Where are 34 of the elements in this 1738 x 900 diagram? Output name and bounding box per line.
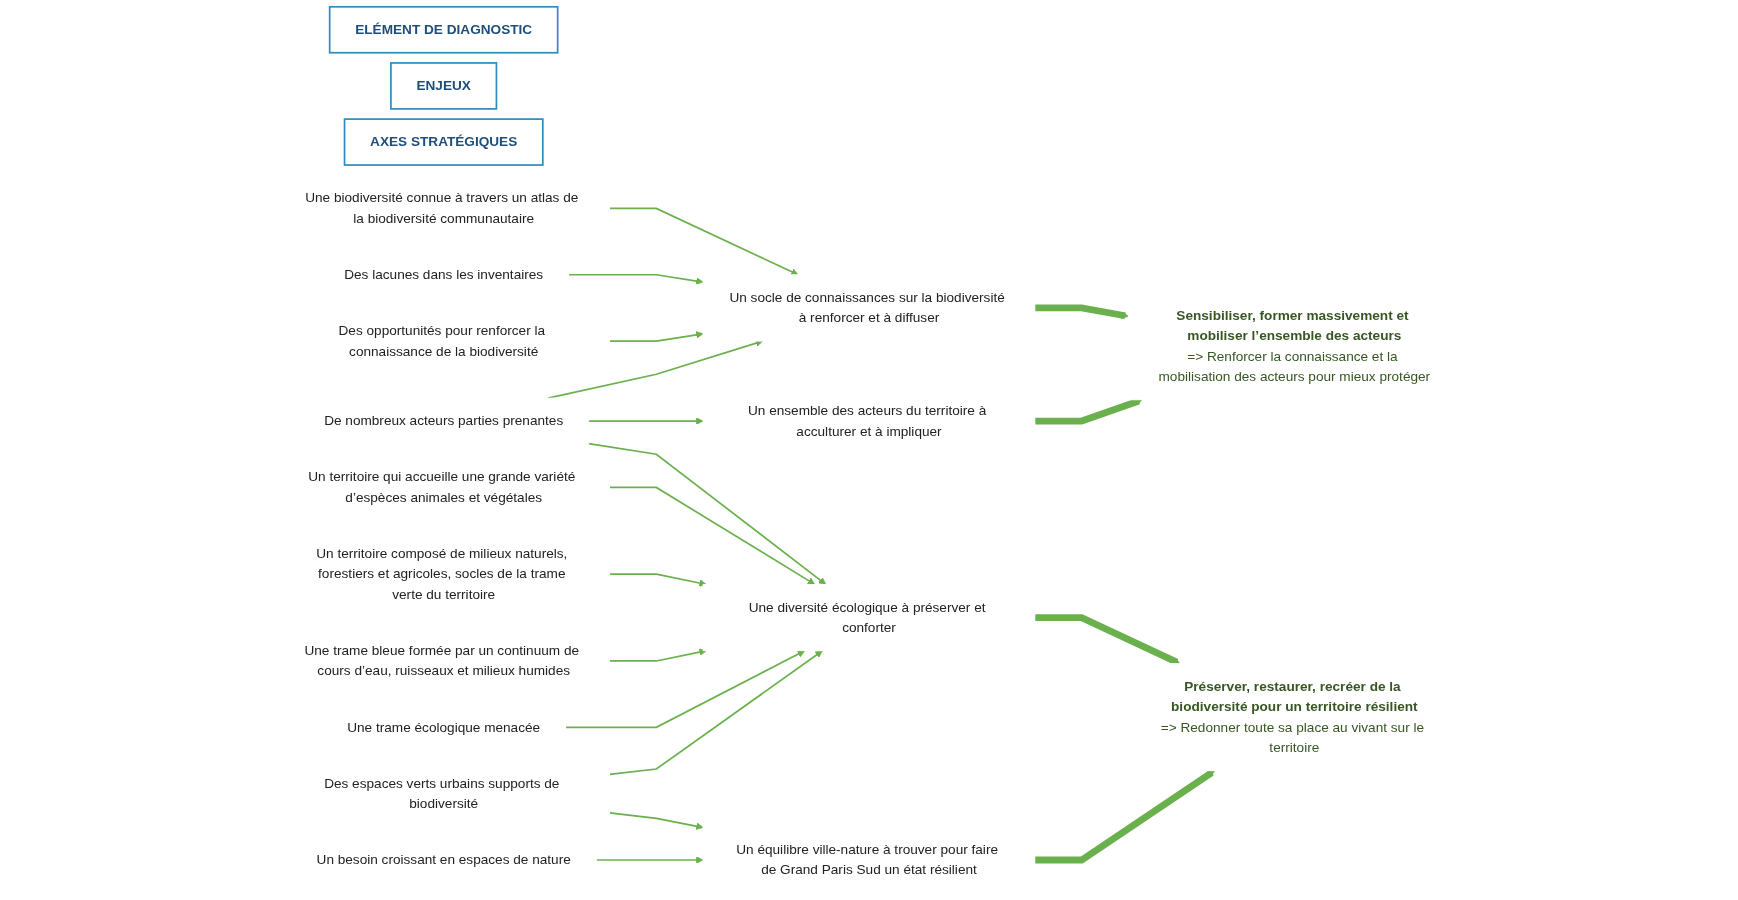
node-text: Un territoire qui accueille une grande variété d’espèces animales et végétales xyxy=(308,469,576,505)
arrow xyxy=(564,650,806,729)
arrow xyxy=(1034,769,1215,864)
node-text: Un socle de connaissances sur la biodiversité à renforcer et à diffuser xyxy=(729,290,1005,325)
arrow xyxy=(608,812,704,830)
arrow xyxy=(608,486,816,585)
node-text: Une biodiversité connue à travers un atlas de la biodiversité communautaire xyxy=(305,190,579,226)
arrow xyxy=(608,650,823,776)
node-text: Un ensemble des acteurs du territoire à acculturer et à impliquer xyxy=(747,403,987,439)
node-text: Des lacunes dans les inventaires xyxy=(344,267,544,282)
node-text: Des espaces verts urbains supports de biodiversité xyxy=(324,775,560,811)
node-text: Un équilibre ville-nature à trouver pour faire de Grand Paris Sud un état résilient xyxy=(736,842,998,878)
arrow xyxy=(608,573,707,587)
node-box: AXES STRATÉGIQUES xyxy=(343,118,544,166)
node-text: Des opportunités pour renforcer la connaissance de la biodiversité xyxy=(338,323,546,359)
arrow xyxy=(567,273,704,285)
node-text: Une trame bleue formée par un continuum de cours d’eau, ruisseaux et milieux humides xyxy=(304,643,580,678)
node-text: Un territoire composé de milieux naturels, forestiers et agricoles, socles de la trame verte du territoire xyxy=(316,546,568,602)
arrow xyxy=(608,207,799,276)
node-text: Un besoin croissant en espaces de nature xyxy=(316,852,571,867)
arrow xyxy=(587,442,827,585)
node-text: Une diversité écologique à préserver et conforter xyxy=(748,599,986,635)
arrow xyxy=(1034,304,1129,320)
node-text: Sensibiliser, former massivement et mobiliser l’ensemble des acteurs => Renforcer la connaissance et la mobilisation des acteurs pour mieux protéger xyxy=(1158,307,1431,384)
node-text: Une trame écologique menacée xyxy=(347,719,541,735)
arrow xyxy=(587,417,704,425)
node-text: Préserver, restaurer, recréer de la biodiversité pour un territoire résilient => Redonner toute sa place au vivant sur le territoire xyxy=(1160,678,1425,755)
node-text: De nombreux acteurs parties prenantes xyxy=(324,413,564,428)
node-box: ENJEUX xyxy=(390,62,498,110)
node-box: ELÉMENT DE DIAGNOSTIC xyxy=(328,5,559,54)
arrow xyxy=(1034,397,1143,425)
arrow xyxy=(595,856,704,864)
arrow xyxy=(608,648,707,662)
arrow xyxy=(608,331,704,342)
